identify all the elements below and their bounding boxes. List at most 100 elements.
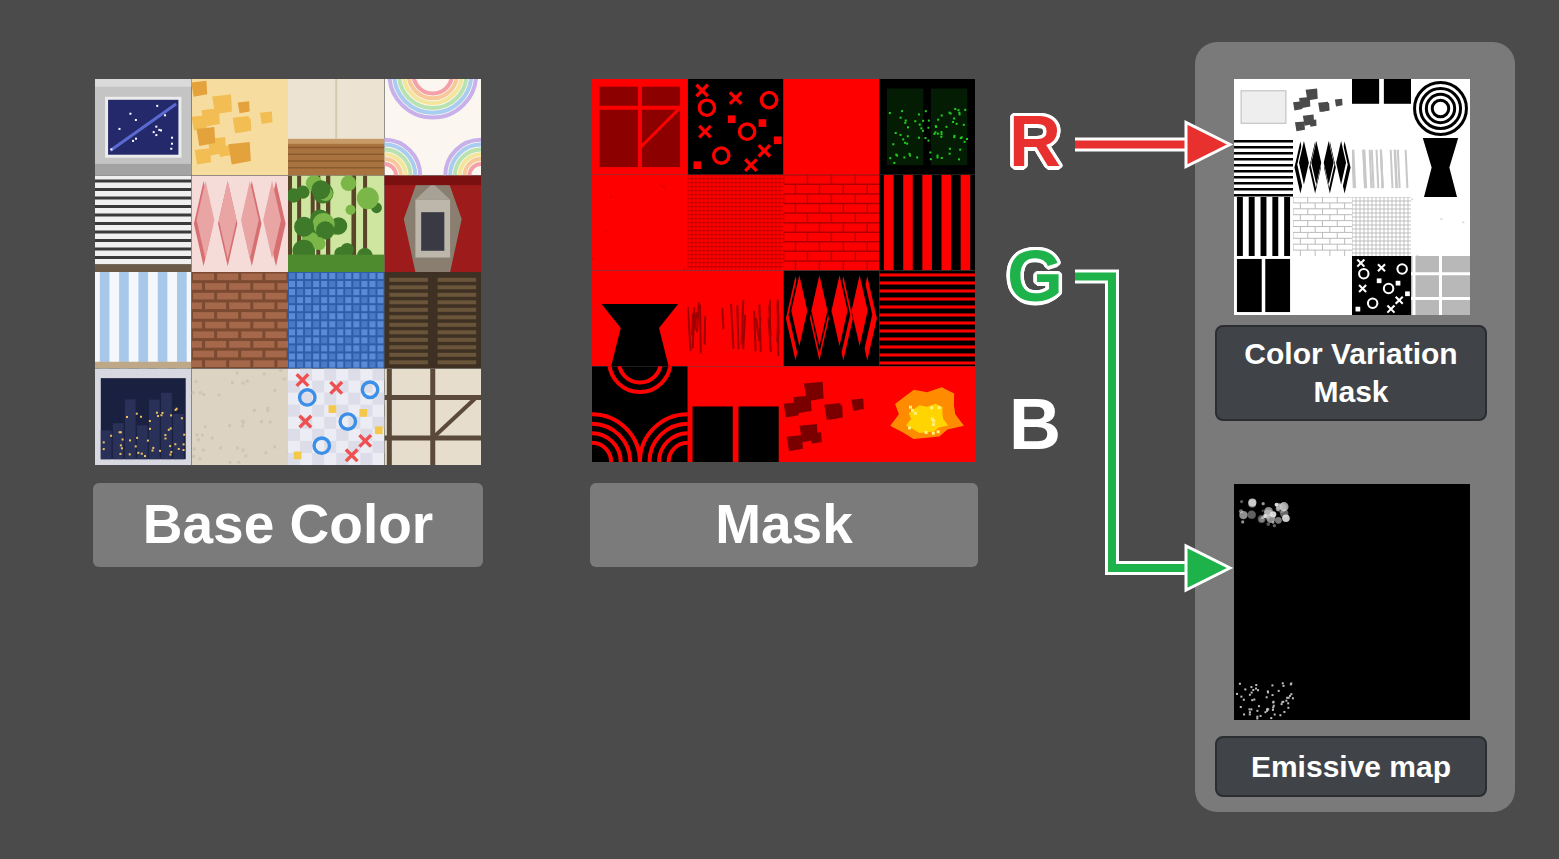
texture-rect [927, 140, 929, 142]
texture-line [784, 194, 785, 204]
texture-shape [196, 127, 215, 146]
texture-rect [1271, 684, 1273, 686]
texture-line [1392, 197, 1393, 256]
output-map: Emissive map [1230, 484, 1472, 797]
texture-rect [1289, 695, 1291, 697]
texture-rect [329, 353, 335, 359]
texture-rect [193, 331, 214, 338]
texture-rect [964, 141, 966, 143]
texture-line [1352, 197, 1353, 256]
texture-rect [217, 293, 238, 300]
texture-rect [313, 305, 319, 311]
texture-line [1329, 215, 1330, 221]
texture-line [737, 305, 738, 349]
texture-rect [205, 341, 226, 348]
texture-dot [313, 237, 326, 250]
mask-atlas-tile [879, 79, 975, 175]
texture-line [359, 435, 371, 447]
texture-rect [155, 126, 157, 128]
texture-line [730, 92, 741, 103]
texture-rect [345, 289, 351, 295]
texture-line [867, 261, 869, 271]
texture-dot [1426, 94, 1454, 122]
texture-rect [201, 434, 204, 437]
texture-rect [305, 305, 311, 311]
texture-rect [192, 391, 195, 394]
texture-rect [1249, 694, 1251, 696]
texture-line [784, 213, 785, 223]
texture-rect [361, 305, 367, 311]
texture-line [763, 175, 764, 271]
texture-rect [421, 212, 444, 251]
texture-rect [1234, 188, 1293, 191]
color-variation-atlas-tile [1293, 197, 1352, 256]
texture-rect [337, 289, 343, 295]
texture-rect [389, 308, 428, 312]
texture-rect [1241, 91, 1286, 123]
texture-rect [244, 454, 247, 457]
texture-line [831, 194, 833, 204]
texture-rect [135, 138, 137, 140]
texture-rect [192, 360, 203, 367]
texture-rect [377, 273, 383, 279]
texture-line [1380, 197, 1381, 256]
texture-line [1293, 238, 1352, 239]
texture-rect [1405, 291, 1410, 296]
texture-line [1293, 221, 1294, 227]
texture-shape [787, 435, 803, 451]
texture-rect [914, 412, 917, 415]
texture-rect [1293, 138, 1352, 197]
texture-rect [1234, 256, 1293, 315]
texture-rect [119, 453, 121, 455]
texture-line [1352, 241, 1411, 242]
texture-rect [101, 378, 186, 459]
texture-dot [1415, 83, 1467, 135]
texture-rect [1281, 703, 1283, 705]
texture-rect [1292, 697, 1294, 699]
texture-rect [170, 427, 172, 429]
texture-line [385, 395, 482, 400]
texture-line [688, 266, 784, 267]
texture-rect [1356, 307, 1361, 312]
texture-rect [197, 438, 200, 441]
texture-line [1352, 213, 1411, 214]
texture-dot [312, 180, 331, 199]
texture-dot [316, 221, 334, 239]
texture-line [1408, 197, 1409, 256]
texture-rect [941, 133, 943, 135]
texture-rect [321, 337, 327, 343]
texture-rect [95, 272, 192, 369]
texture-rect [1267, 708, 1269, 710]
texture-line [1356, 197, 1357, 256]
texture-line [754, 311, 756, 351]
texture-rect [353, 337, 359, 343]
texture-rect [140, 416, 142, 418]
texture-rect [954, 108, 956, 110]
texture-line [855, 175, 857, 185]
texture-rect [192, 369, 289, 466]
texture-line [819, 242, 821, 252]
texture-rect [361, 353, 367, 359]
texture-rect [907, 135, 909, 137]
texture-rect [903, 175, 913, 271]
texture-rect [183, 443, 185, 445]
channel-letter: R [995, 97, 1075, 186]
texture-rect [289, 321, 295, 327]
texture-line [1315, 227, 1316, 233]
texture-rect [218, 394, 221, 397]
texture-shape [1335, 99, 1343, 107]
texture-rect [353, 297, 359, 303]
texture-rect [170, 414, 172, 416]
texture-line [784, 251, 785, 261]
texture-line [330, 382, 342, 394]
texture-line [1315, 250, 1316, 256]
texture-rect [1272, 701, 1274, 703]
texture-rect [321, 313, 327, 319]
mask-atlas [544, 79, 975, 510]
texture-rect [353, 281, 359, 287]
texture-rect [900, 134, 902, 136]
texture-rect [196, 433, 199, 436]
texture-rect [1290, 682, 1292, 684]
texture-rect [925, 110, 927, 112]
texture-rect [153, 131, 155, 133]
